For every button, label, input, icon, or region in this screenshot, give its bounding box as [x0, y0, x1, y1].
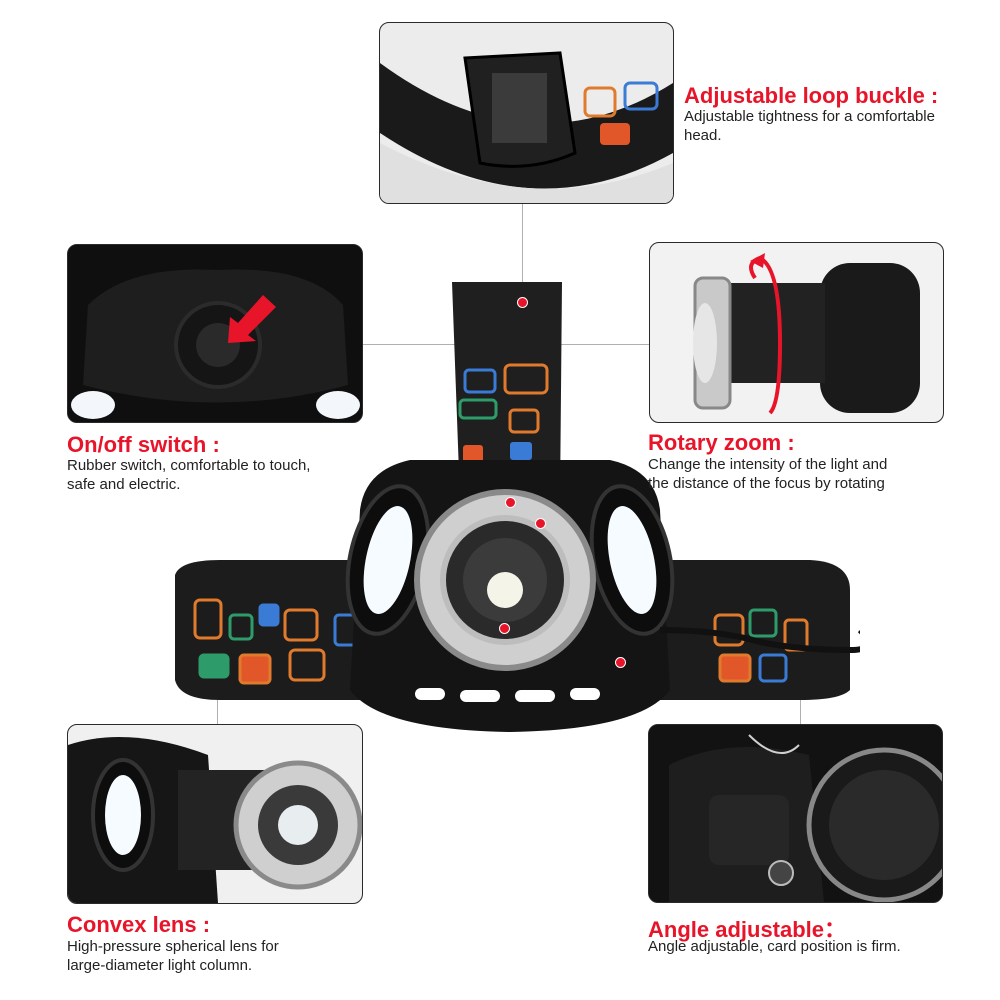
lens-title: Convex lens : [67, 912, 211, 937]
leader-line-zoom-h [540, 344, 650, 345]
lens-detail-photo [67, 724, 363, 904]
lens-description-line-1: High-pressure spherical lens for [67, 938, 279, 955]
zoom-detail-photo [649, 242, 944, 423]
switch-description-line-1: Rubber switch, comfortable to touch, [67, 457, 311, 474]
angle-description-line-1: Angle adjustable, card position is firm. [648, 938, 901, 955]
switch-detail-photo [67, 244, 363, 423]
zoom-callout-dot [535, 518, 546, 529]
buckle-callout-dot [517, 297, 528, 308]
lens-description-line-2: large-diameter light column. [67, 957, 253, 974]
zoom-description-line-2: the distance of the focus by rotating [648, 475, 885, 492]
buckle-title: Adjustable loop buckle : [684, 83, 939, 108]
switch-description-line-2: safe and electric. [67, 476, 181, 493]
buckle-detail-photo [379, 22, 674, 204]
switch-title: On/off switch : [67, 432, 220, 457]
zoom-description-line-1: Change the intensity of the light and [648, 456, 888, 473]
buckle-description-line-2: head. [684, 127, 722, 144]
angle-title: Angle adjustable： [648, 917, 847, 942]
zoom-title: Rotary zoom : [648, 430, 795, 455]
lens-callout-dot [499, 623, 510, 634]
buckle-description-line-1: Adjustable tightness for a comfortable [684, 108, 935, 125]
angle-detail-photo [648, 724, 943, 903]
leader-line-buckle [522, 202, 523, 302]
switch-callout-dot [505, 497, 516, 508]
leader-line-switch-h [362, 344, 510, 345]
angle-callout-dot [615, 657, 626, 668]
headlamp-product-image [160, 270, 871, 740]
